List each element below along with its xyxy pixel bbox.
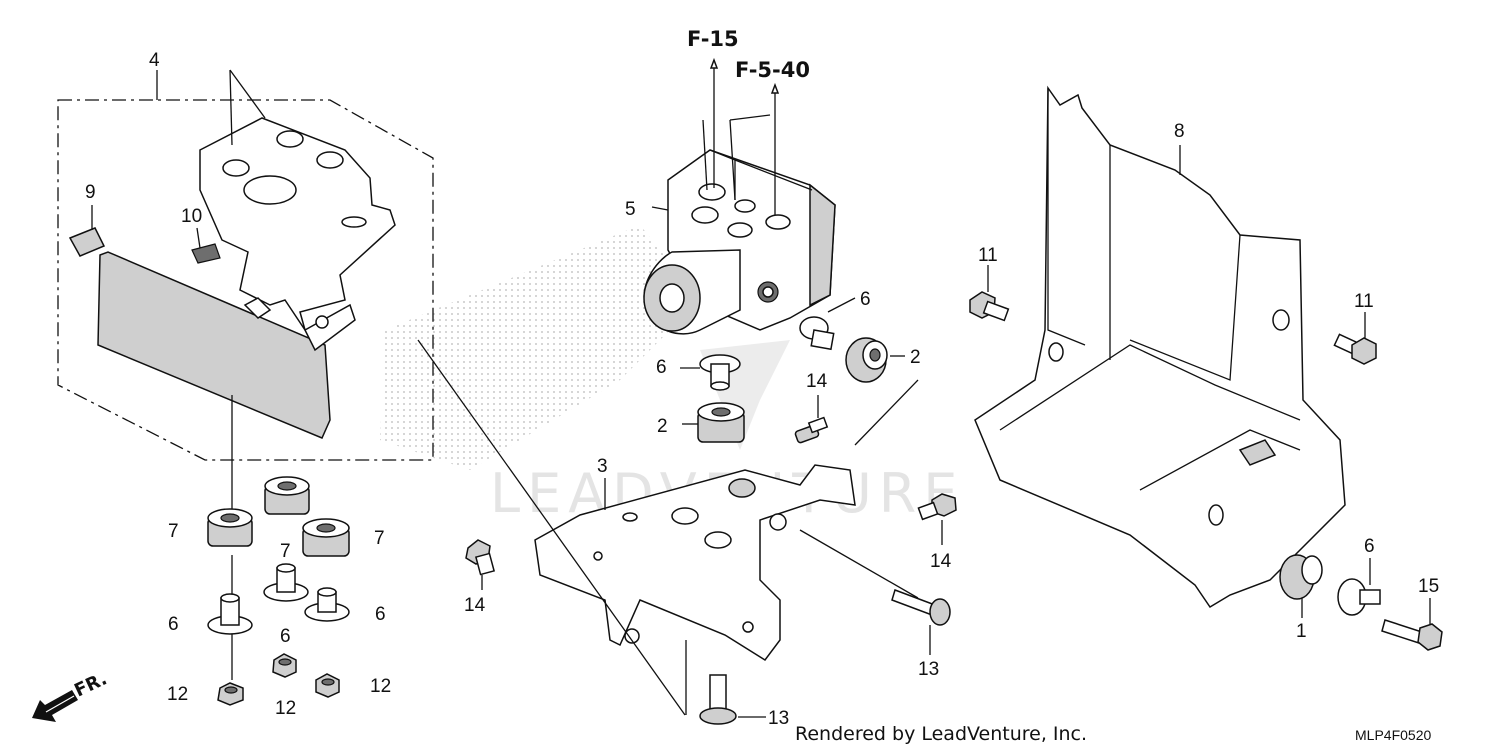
callout-numbers: 1 2 2 3 4 5 6 6 6 6 6 6 7 7 7 8 9 10 11 … [85,50,1439,729]
direction-label: FR. [71,668,110,701]
clip-9 [68,227,106,257]
callout-11: 11 [978,245,998,266]
nut-12b [272,653,297,678]
abs-bracket-3 [534,464,856,662]
callout-4: 4 [149,50,160,71]
nut-12a [217,682,244,706]
callout-10: 10 [181,206,202,227]
callout-15: 15 [1418,576,1439,597]
group-bracket-dashed [57,99,434,461]
cover-8 [974,85,1346,609]
bolt-14c [917,493,957,545]
callout-13: 13 [918,659,939,680]
callout-2: 2 [910,347,921,368]
grommet-7a [207,508,253,547]
collar-6c [304,587,350,622]
callout-11: 11 [1354,291,1374,312]
callout-6: 6 [1364,536,1375,557]
watermark-logo: LEADVENTURE [380,225,957,525]
grommet-1 [1279,554,1323,618]
bolt-15 [1381,598,1443,651]
grommet-7c [302,518,350,557]
callout-7: 7 [374,528,385,549]
callout-7: 7 [168,521,179,542]
collar-6b [263,563,309,602]
callout-9: 9 [85,182,96,203]
callout-12: 12 [167,684,188,705]
reference-label-f15: F-15 [687,27,739,51]
callout-6: 6 [168,614,179,635]
callout-6: 6 [860,289,871,310]
render-credit: Rendered by LeadVenture, Inc. [795,723,1087,745]
callout-3: 3 [597,456,608,477]
nut-12c [315,673,340,698]
callout-14: 14 [930,551,952,572]
callout-5: 5 [625,199,636,220]
guard-plate [97,251,331,439]
bolt-11b [1333,312,1377,365]
grommet-2a [845,337,905,383]
callout-12: 12 [370,676,391,697]
pad-10 [191,243,221,264]
diagram-code: MLP4F0520 [1355,727,1431,743]
callout-12: 12 [275,698,296,719]
callout-14: 14 [806,371,828,392]
callout-6: 6 [375,604,386,625]
callout-14: 14 [464,595,486,616]
bolt-11a [969,265,1010,322]
callout-2: 2 [657,416,668,437]
collar-6e [680,354,741,391]
collar-6d [799,297,856,351]
bolt-14a [794,395,829,444]
bolt-13a [891,589,951,655]
grommet-2b [682,402,745,443]
callout-13: 13 [768,708,789,729]
abs-modulator-5 [643,57,836,335]
callout-7: 7 [280,541,291,562]
collar-6a [207,593,253,635]
bolt-13b [699,674,766,725]
callout-6: 6 [656,357,667,378]
grommet-7b [264,476,310,515]
reference-label-f540: F-5-40 [735,58,810,82]
bracket-group-4 [57,69,434,680]
callout-1: 1 [1296,621,1307,642]
collar-6f [1337,558,1381,616]
front-direction-arrow: FR. [32,668,110,722]
callout-6: 6 [280,626,291,647]
bolt-14b [465,539,496,590]
callout-8: 8 [1174,121,1185,142]
